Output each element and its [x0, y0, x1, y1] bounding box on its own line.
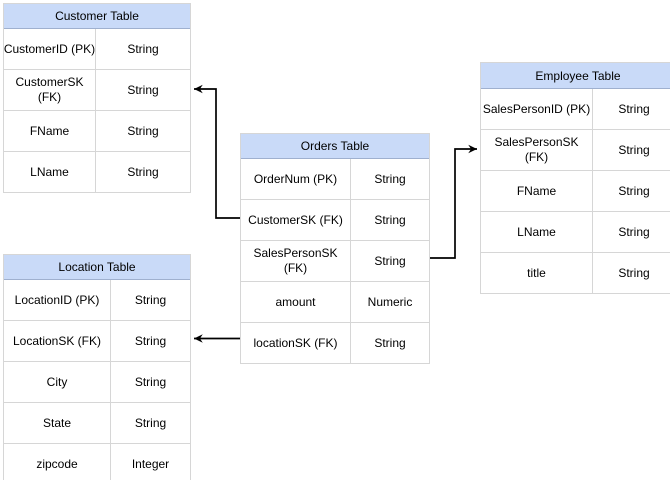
field-type-cell: String	[374, 171, 406, 186]
field-type-cell: String	[618, 101, 650, 116]
table-row: LName String	[481, 211, 670, 252]
customer-table-title: Customer Table	[4, 4, 190, 29]
field-name-cell: FName	[481, 171, 593, 211]
location-table-title: Location Table	[4, 255, 190, 280]
table-row: City String	[4, 361, 190, 402]
table-row: LName String	[4, 151, 190, 192]
field-type-cell: String	[127, 82, 159, 97]
field-type-cell: String	[374, 335, 406, 350]
table-row: CustomerSK (FK) String	[4, 69, 190, 110]
table-row: OrderNum (PK) String	[241, 159, 429, 199]
field-type-cell: String	[618, 183, 650, 198]
table-row: LocationID (PK) String	[4, 280, 190, 320]
orders-table-title: Orders Table	[241, 134, 429, 159]
field-name-cell: CustomerSK (FK)	[241, 200, 351, 240]
table-row: FName String	[481, 170, 670, 211]
field-type-cell: String	[127, 41, 159, 56]
table-row: SalesPersonSK (FK) String	[241, 240, 429, 281]
field-name-cell: City	[4, 362, 111, 402]
table-row: CustomerID (PK) String	[4, 29, 190, 69]
relationship-arrow-orders-to-customer	[194, 84, 240, 219]
field-name-cell: locationSK (FK)	[241, 323, 351, 363]
field-type-cell: String	[374, 212, 406, 227]
relationship-arrow-orders-to-employee	[430, 144, 477, 259]
field-name-cell: SalesPersonSK (FK)	[241, 241, 351, 281]
field-name-cell: SalesPersonSK (FK)	[481, 130, 593, 170]
table-row: SalesPersonSK (FK) String	[481, 129, 670, 170]
field-type-cell: String	[134, 333, 167, 348]
field-type-cell: String	[618, 265, 650, 280]
field-type-cell: Numeric	[367, 294, 413, 309]
field-name-cell: SalesPersonID (PK)	[481, 89, 593, 129]
table-row: title String	[481, 252, 670, 293]
field-type-cell: String	[134, 415, 167, 430]
field-type-cell: String	[374, 253, 406, 268]
field-name-cell: LName	[481, 212, 593, 252]
field-name-cell: CustomerID (PK)	[4, 29, 96, 69]
field-type-cell: Integer	[131, 456, 170, 471]
field-name-cell: CustomerSK (FK)	[4, 70, 96, 110]
table-row: locationSK (FK) String	[241, 322, 429, 363]
table-row: FName String	[4, 110, 190, 151]
field-type-cell: String	[127, 164, 159, 179]
field-type-cell: String	[127, 123, 159, 138]
table-row: CustomerSK (FK) String	[241, 199, 429, 240]
field-type-cell: String	[134, 292, 167, 307]
table-row: LocationSK (FK) String	[4, 320, 190, 361]
table-row: SalesPersonID (PK) String	[481, 89, 670, 129]
field-type-cell: String	[134, 374, 167, 389]
field-name-cell: FName	[4, 111, 96, 151]
field-name-cell: LName	[4, 152, 96, 192]
field-name-cell: LocationID (PK)	[4, 280, 111, 320]
field-name-cell: zipcode	[4, 444, 111, 480]
field-type-cell: String	[618, 224, 650, 239]
field-name-cell: State	[4, 403, 111, 443]
table-row: zipcode Integer	[4, 443, 190, 480]
field-name-cell: OrderNum (PK)	[241, 159, 351, 199]
table-row: State String	[4, 402, 190, 443]
field-type-cell: String	[618, 142, 650, 157]
field-name-cell: LocationSK (FK)	[4, 321, 111, 361]
field-name-cell: title	[481, 253, 593, 293]
employee-table-title: Employee Table	[481, 63, 670, 89]
field-name-cell: amount	[241, 282, 351, 322]
table-row: amount Numeric	[241, 281, 429, 322]
